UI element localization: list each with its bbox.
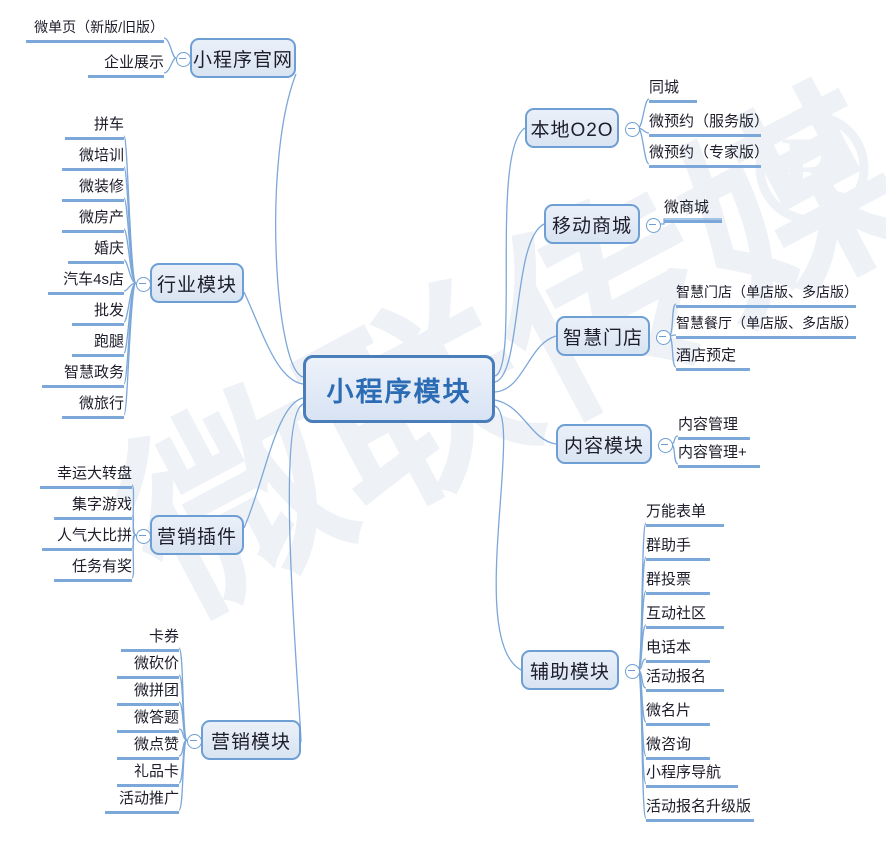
- leaf-node-local-o2o-1[interactable]: 微预约（服务版）: [649, 112, 769, 137]
- leaf-node-official-site-1[interactable]: 企业展示: [88, 53, 164, 78]
- leaf-node-marketing-module-5[interactable]: 礼品卡: [117, 762, 179, 787]
- root-node[interactable]: 小程序模块: [303, 355, 495, 423]
- leaf-node-industry-module-3[interactable]: 微房产: [62, 208, 124, 233]
- collapse-toggle-icon-auxiliary-module[interactable]: [625, 664, 640, 679]
- collapse-toggle-icon-marketing-module[interactable]: [187, 734, 202, 749]
- leaf-node-marketing-module-4[interactable]: 微点赞: [117, 735, 179, 760]
- leaf-node-industry-module-2[interactable]: 微装修: [62, 177, 124, 202]
- branch-node-auxiliary-module[interactable]: 辅助模块: [521, 650, 619, 690]
- leaf-node-auxiliary-module-3[interactable]: 互动社区: [646, 604, 724, 629]
- leaf-node-auxiliary-module-9[interactable]: 活动报名升级版: [646, 797, 754, 822]
- leaf-node-auxiliary-module-1[interactable]: 群助手: [646, 536, 710, 561]
- leaf-node-smart-store-0[interactable]: 智慧门店（单店版、多店版）: [676, 283, 858, 308]
- leaf-node-marketing-plugin-3[interactable]: 任务有奖: [54, 557, 132, 582]
- leaf-node-auxiliary-module-5[interactable]: 活动报名: [646, 667, 724, 692]
- branch-node-marketing-module[interactable]: 营销模块: [201, 720, 301, 760]
- leaf-node-industry-module-4[interactable]: 婚庆: [68, 239, 124, 264]
- leaf-node-local-o2o-2[interactable]: 微预约（专家版）: [649, 143, 769, 168]
- branch-node-smart-store[interactable]: 智慧门店: [556, 316, 650, 356]
- leaf-node-marketing-plugin-0[interactable]: 幸运大转盘: [40, 464, 132, 489]
- leaf-node-auxiliary-module-7[interactable]: 微咨询: [646, 735, 710, 760]
- leaf-node-industry-module-7[interactable]: 跑腿: [72, 332, 124, 357]
- branch-node-official-site[interactable]: 小程序官网: [190, 38, 296, 78]
- collapse-toggle-icon-content-module[interactable]: [658, 438, 673, 453]
- leaf-node-marketing-plugin-2[interactable]: 人气大比拼: [42, 526, 132, 551]
- leaf-node-marketing-module-6[interactable]: 活动推广: [105, 789, 179, 814]
- branch-node-marketing-plugin[interactable]: 营销插件: [150, 515, 244, 555]
- collapse-toggle-icon-mobile-mall[interactable]: [646, 218, 661, 233]
- leaf-node-official-site-0[interactable]: 微单页（新版/旧版）: [26, 18, 164, 43]
- leaf-node-auxiliary-module-6[interactable]: 微名片: [646, 701, 710, 726]
- leaf-node-marketing-plugin-1[interactable]: 集字游戏: [54, 495, 132, 520]
- leaf-node-auxiliary-module-4[interactable]: 电话本: [646, 638, 710, 663]
- collapse-toggle-icon-industry-module[interactable]: [136, 277, 151, 292]
- collapse-toggle-icon-smart-store[interactable]: [656, 330, 671, 345]
- leaf-node-industry-module-8[interactable]: 智慧政务: [42, 363, 124, 388]
- leaf-node-smart-store-2[interactable]: 酒店预定: [676, 346, 750, 371]
- leaf-node-auxiliary-module-0[interactable]: 万能表单: [646, 502, 724, 527]
- leaf-node-mobile-mall-0[interactable]: 微商城: [664, 198, 722, 223]
- leaf-node-marketing-module-0[interactable]: 卡券: [121, 627, 179, 652]
- leaf-node-marketing-module-3[interactable]: 微答题: [117, 708, 179, 733]
- collapse-toggle-icon-local-o2o[interactable]: [625, 122, 640, 137]
- leaf-node-marketing-module-1[interactable]: 微砍价: [117, 654, 179, 679]
- branch-node-mobile-mall[interactable]: 移动商城: [544, 204, 640, 244]
- leaf-node-industry-module-0[interactable]: 拼车: [65, 115, 124, 140]
- collapse-toggle-icon-marketing-plugin[interactable]: [136, 529, 151, 544]
- leaf-node-auxiliary-module-2[interactable]: 群投票: [646, 570, 710, 595]
- leaf-node-industry-module-6[interactable]: 批发: [72, 301, 124, 326]
- leaf-node-industry-module-9[interactable]: 微旅行: [62, 394, 124, 419]
- leaf-node-content-module-1[interactable]: 内容管理+: [678, 443, 760, 468]
- branch-node-local-o2o[interactable]: 本地O2O: [525, 108, 619, 148]
- leaf-node-marketing-module-2[interactable]: 微拼团: [117, 681, 179, 706]
- leaf-node-auxiliary-module-8[interactable]: 小程序导航: [646, 763, 738, 788]
- leaf-node-industry-module-5[interactable]: 汽车4s店: [48, 270, 124, 295]
- leaf-node-industry-module-1[interactable]: 微培训: [62, 146, 124, 171]
- leaf-node-smart-store-1[interactable]: 智慧餐厅（单店版、多店版）: [676, 314, 858, 339]
- collapse-toggle-icon-official-site[interactable]: [176, 52, 191, 67]
- leaf-node-local-o2o-0[interactable]: 同城: [649, 78, 697, 103]
- branch-node-industry-module[interactable]: 行业模块: [150, 263, 244, 303]
- leaf-node-content-module-0[interactable]: 内容管理: [678, 415, 750, 440]
- branch-node-content-module[interactable]: 内容模块: [556, 424, 652, 464]
